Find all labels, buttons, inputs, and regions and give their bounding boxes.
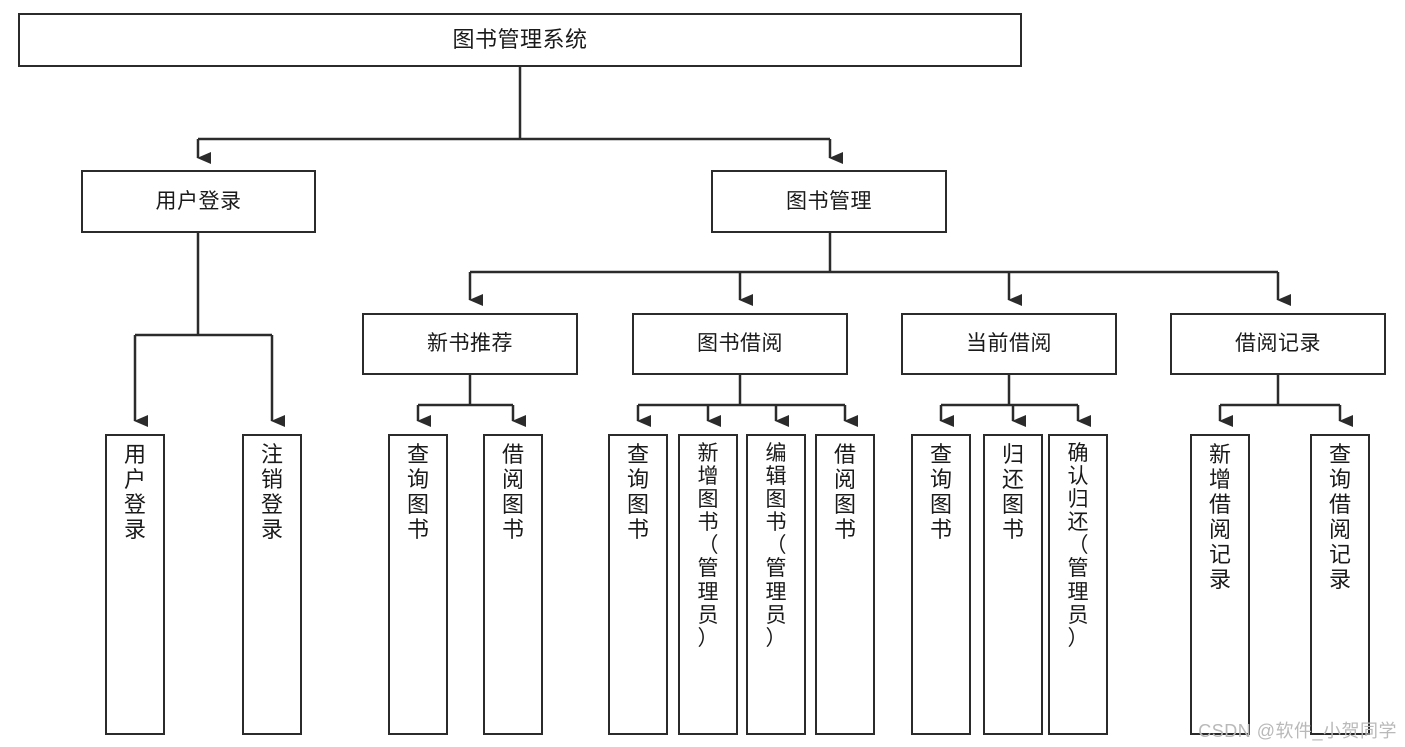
leaf-add-book-admin[interactable]: 新 增 图 书 （ 管 理 员 ） xyxy=(678,434,738,735)
node-label: 当前借阅 xyxy=(966,332,1052,356)
node-label: 查 询 借 阅 记 录 xyxy=(1328,442,1351,593)
node-label: 查 询 图 书 xyxy=(406,442,429,543)
node-label: 新书推荐 xyxy=(427,332,513,356)
node-label: 编 辑 图 书 （ 管 理 员 ） xyxy=(765,442,787,650)
leaf-borrow-book-recommend[interactable]: 借 阅 图 书 xyxy=(483,434,543,735)
node-book-manage[interactable]: 图书管理 xyxy=(711,170,947,233)
node-new-book-recommend[interactable]: 新书推荐 xyxy=(362,313,578,375)
leaf-confirm-return-admin[interactable]: 确 认 归 还 （ 管 理 员 ） xyxy=(1048,434,1108,735)
leaf-query-book-borrow[interactable]: 查 询 图 书 xyxy=(608,434,668,735)
node-user-login[interactable]: 用户登录 xyxy=(81,170,316,233)
leaf-query-borrow-record[interactable]: 查 询 借 阅 记 录 xyxy=(1310,434,1370,735)
leaf-logout-login[interactable]: 注 销 登 录 xyxy=(242,434,302,735)
node-label: 借阅记录 xyxy=(1235,332,1321,356)
leaf-user-login[interactable]: 用 户 登 录 xyxy=(105,434,165,735)
leaf-edit-book-admin[interactable]: 编 辑 图 书 （ 管 理 员 ） xyxy=(746,434,806,735)
leaf-borrow-book[interactable]: 借 阅 图 书 xyxy=(815,434,875,735)
csdn-watermark: CSDN @软件_小贺同学 xyxy=(1198,721,1397,741)
node-label: 确 认 归 还 （ 管 理 员 ） xyxy=(1067,442,1089,650)
node-book-borrow[interactable]: 图书借阅 xyxy=(632,313,848,375)
node-label: 用 户 登 录 xyxy=(123,442,146,543)
node-label: 新 增 借 阅 记 录 xyxy=(1208,442,1231,593)
leaf-query-book-current[interactable]: 查 询 图 书 xyxy=(911,434,971,735)
leaf-return-book[interactable]: 归 还 图 书 xyxy=(983,434,1043,735)
node-label: 图书管理 xyxy=(786,189,872,213)
node-label: 图书借阅 xyxy=(697,332,783,356)
leaf-query-book-recommend[interactable]: 查 询 图 书 xyxy=(388,434,448,735)
node-label: 注 销 登 录 xyxy=(260,442,283,543)
node-label: 用户登录 xyxy=(155,189,242,213)
node-label: 归 还 图 书 xyxy=(1001,442,1024,543)
node-label: 新 增 图 书 （ 管 理 员 ） xyxy=(697,442,719,650)
node-label: 借 阅 图 书 xyxy=(833,442,856,543)
node-current-borrow[interactable]: 当前借阅 xyxy=(901,313,1117,375)
node-label: 借 阅 图 书 xyxy=(501,442,524,543)
node-borrow-record[interactable]: 借阅记录 xyxy=(1170,313,1386,375)
node-root-book-management-system[interactable]: 图书管理系统 xyxy=(18,13,1022,67)
node-label: 图书管理系统 xyxy=(452,26,588,52)
leaf-add-borrow-record[interactable]: 新 增 借 阅 记 录 xyxy=(1190,434,1250,735)
node-label: 查 询 图 书 xyxy=(626,442,649,543)
node-label: 查 询 图 书 xyxy=(929,442,952,543)
